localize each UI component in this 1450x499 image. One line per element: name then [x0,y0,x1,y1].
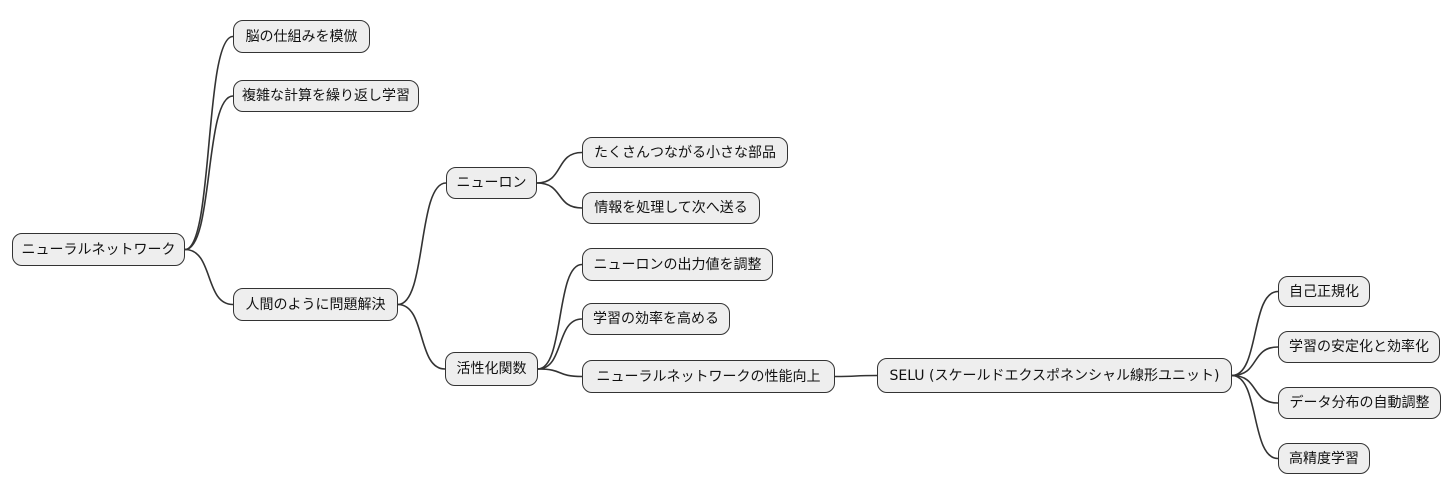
mindmap-node-mimic-brain[interactable]: 脳の仕組みを模倣 [233,20,370,53]
mindmap-node-label-repeat-learning: 複雑な計算を繰り返し学習 [242,88,410,104]
edge-selu-high-precision [1231,374,1279,460]
edge-activation-function-learning-efficiency [537,318,583,370]
mindmap-node-small-parts[interactable]: たくさんつながる小さな部品 [582,137,788,168]
edge-activation-function-adjust-output [537,263,583,370]
mindmap-node-label-selu: SELU (スケールドエクスポネンシャル線形ユニット) [889,367,1220,384]
mindmap-node-process-info[interactable]: 情報を処理して次へ送る [582,192,760,224]
mindmap-node-label-process-info: 情報を処理して次へ送る [594,200,748,216]
mindmap-node-label-small-parts: たくさんつながる小さな部品 [594,144,776,161]
mindmap-node-selu[interactable]: SELU (スケールドエクスポネンシャル線形ユニット) [877,358,1232,393]
mindmap-node-data-distribution[interactable]: データ分布の自動調整 [1278,387,1441,419]
mindmap-node-root[interactable]: ニューラルネットワーク [12,233,185,266]
mindmap-node-performance[interactable]: ニューラルネットワークの性能向上 [582,360,835,393]
mindmap-node-label-stable-efficient: 学習の安定化と効率化 [1289,339,1429,355]
mindmap-node-label-mimic-brain: 脳の仕組みを模倣 [245,28,358,45]
edge-selu-data-distribution [1231,374,1279,404]
mindmap-node-activation-function[interactable]: 活性化関数 [445,352,538,386]
edge-root-problem-solving [184,248,234,306]
mindmap-node-label-adjust-output: ニューロンの出力値を調整 [593,256,762,273]
edge-neuron-process-info [536,182,583,209]
mindmap-node-problem-solving[interactable]: 人間のように問題解決 [233,288,398,321]
edge-neuron-small-parts [536,151,583,184]
edge-problem-solving-activation-function [397,303,446,370]
mindmap-node-label-high-precision: 高精度学習 [1289,450,1359,467]
mindmap-node-label-performance: ニューラルネットワークの性能向上 [596,368,821,385]
edge-root-mimic-brain [184,35,234,251]
mindmap-node-label-data-distribution: データ分布の自動調整 [1289,395,1430,411]
mindmap-node-adjust-output[interactable]: ニューロンの出力値を調整 [582,248,773,281]
mindmap-node-label-learning-efficiency: 学習の効率を高める [593,311,719,327]
mindmap-node-self-normalization[interactable]: 自己正規化 [1278,276,1370,307]
mindmap-node-label-activation-function: 活性化関数 [456,361,527,377]
edge-activation-function-performance [537,368,583,378]
edge-root-repeat-learning [184,95,234,251]
mindmap-node-label-root: ニューラルネットワーク [21,241,176,258]
mindmap-node-learning-efficiency[interactable]: 学習の効率を高める [582,303,730,335]
edge-selu-self-normalization [1231,290,1279,377]
mindmap-node-label-problem-solving: 人間のように問題解決 [245,296,386,313]
mindmap-node-neuron[interactable]: ニューロン [446,167,537,199]
edge-selu-stable-efficient [1231,346,1279,377]
mindmap-node-repeat-learning[interactable]: 複雑な計算を繰り返し学習 [233,80,419,112]
mindmap-node-label-neuron: ニューロン [456,175,527,191]
mindmap-node-label-self-normalization: 自己正規化 [1289,283,1359,300]
mindmap-node-stable-efficient[interactable]: 学習の安定化と効率化 [1278,331,1440,363]
edge-performance-selu [834,374,878,378]
edge-problem-solving-neuron [397,182,447,306]
mindmap-node-high-precision[interactable]: 高精度学習 [1278,443,1370,474]
